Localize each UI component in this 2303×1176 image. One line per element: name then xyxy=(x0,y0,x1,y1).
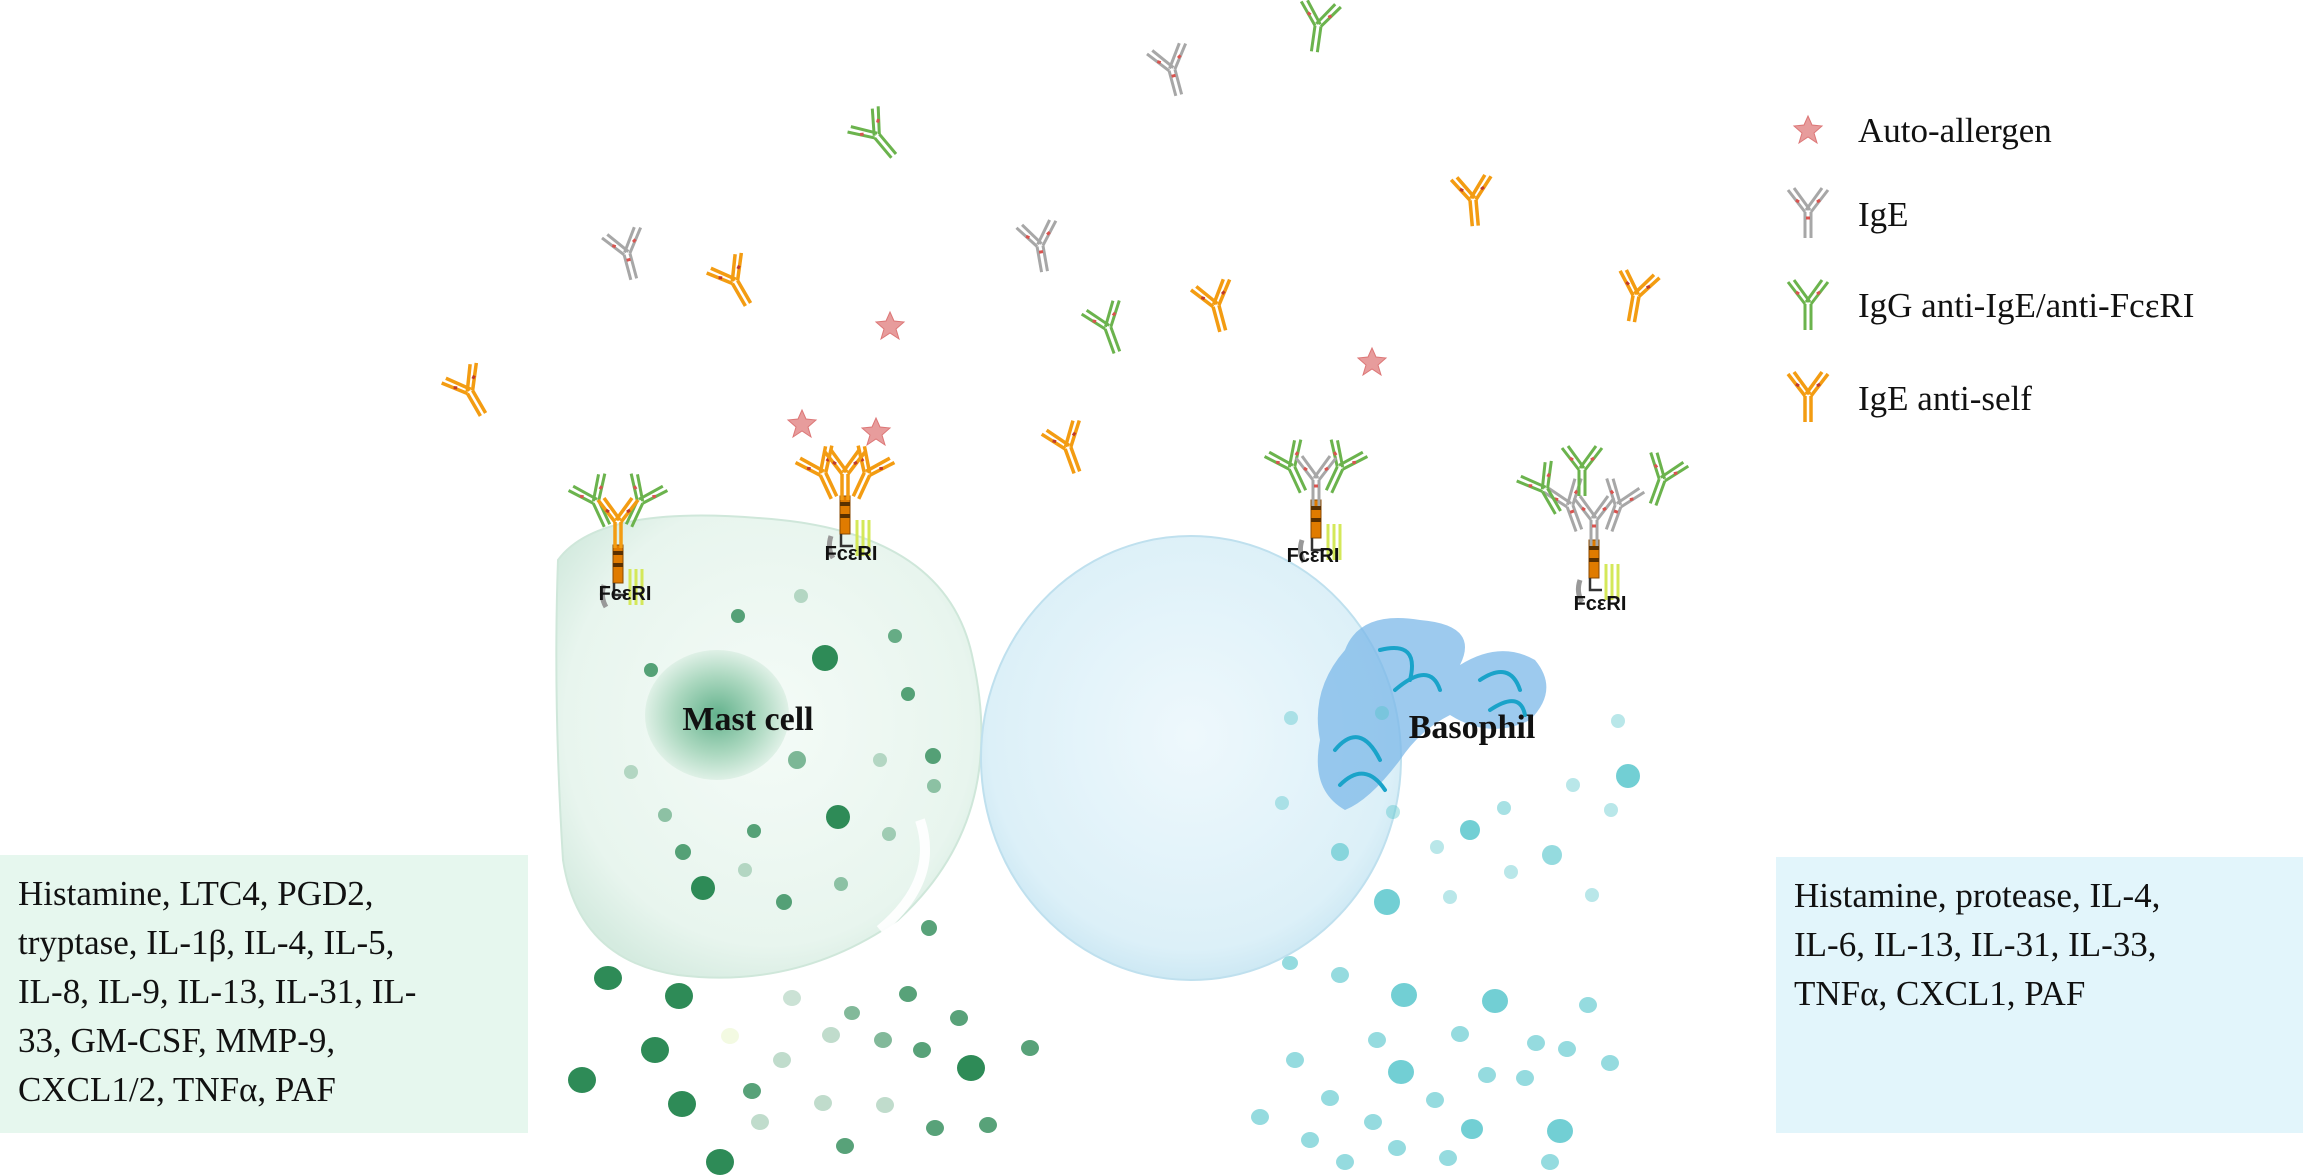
mediator-line: CXCL1/2, TNFα, PAF xyxy=(18,1070,336,1109)
mediator-line: Histamine, protease, IL-4, xyxy=(1794,876,2161,915)
mast-cell-mediators-box: Histamine, LTC4, PGD2, tryptase, IL-1β, … xyxy=(0,855,528,1133)
mast-cell-label: Mast cell xyxy=(682,701,813,738)
mast-cell: Mast cell xyxy=(555,514,1039,1175)
legend-item-auto-allergen: Auto-allergen xyxy=(1793,111,2052,150)
receptor-label-4: FcεRI xyxy=(1574,593,1627,615)
mast-cell-nucleus xyxy=(645,650,789,780)
legend-label: Auto-allergen xyxy=(1858,111,2052,150)
mediator-line: tryptase, IL-1β, IL-4, IL-5, xyxy=(18,923,395,962)
basophil-granules xyxy=(1275,706,1640,915)
legend-label: IgG anti-IgE/anti-FcεRI xyxy=(1858,286,2194,325)
receptor-complex-4: FcεRI xyxy=(1514,444,1691,615)
legend: Auto-allergen IgE IgG anti-IgE/anti-FcεR… xyxy=(1786,111,2194,424)
legend-item-ige-anti-self: IgE anti-self xyxy=(1786,370,2032,424)
basophil-cell: Basophil xyxy=(980,535,1686,1170)
mediator-line: IL-6, IL-13, IL-31, IL-33, xyxy=(1794,925,2157,964)
mediator-line: Histamine, LTC4, PGD2, xyxy=(18,874,374,913)
basophil-nucleus xyxy=(1317,618,1547,810)
basophil-mediators-box: Histamine, protease, IL-4, IL-6, IL-13, … xyxy=(1776,857,2303,1133)
basophil-released-granules xyxy=(1251,956,1619,1170)
receptor-label-3: FcεRI xyxy=(1287,545,1340,567)
free-antibodies xyxy=(438,0,1662,482)
mediator-line: IL-8, IL-9, IL-13, IL-31, IL- xyxy=(18,972,417,1011)
receptor-complex-3: FcεRI xyxy=(1262,436,1370,567)
mediator-line: 33, GM-CSF, MMP-9, xyxy=(18,1021,336,1060)
mediator-line: TNFα, CXCL1, PAF xyxy=(1794,974,2086,1013)
mast-cell-granules xyxy=(624,589,941,936)
legend-item-igg: IgG anti-IgE/anti-FcεRI xyxy=(1786,278,2194,332)
ige-anti-self-antibody-icon xyxy=(1786,370,1830,424)
basophil-label: Basophil xyxy=(1409,709,1536,746)
receptor-label-1: FcεRI xyxy=(599,583,652,605)
igg-antibody-icon xyxy=(1786,278,1830,332)
legend-item-ige: IgE xyxy=(1786,186,1909,240)
receptor-complex-2: FcεRI xyxy=(787,409,898,565)
star-icon xyxy=(1793,115,1823,144)
legend-label: IgE anti-self xyxy=(1858,379,2032,418)
mast-cell-released-granules xyxy=(568,966,1039,1175)
receptor-complex-1: FcεRI xyxy=(566,470,670,607)
ige-antibody-icon xyxy=(1786,186,1830,240)
receptor-label-2: FcεRI xyxy=(825,543,878,565)
legend-label: IgE xyxy=(1858,195,1909,234)
